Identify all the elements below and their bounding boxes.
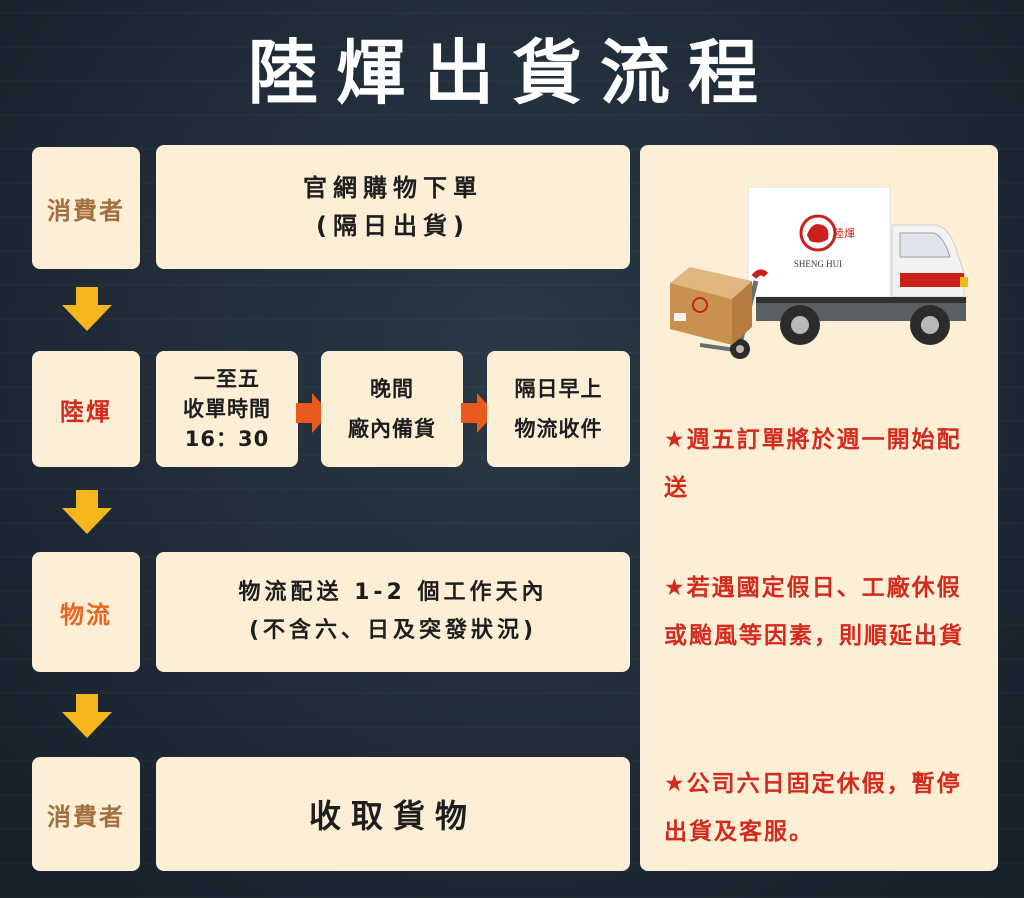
truck-brand-en: SHENG HUI bbox=[794, 259, 842, 269]
step-line: 隔日早上 bbox=[514, 377, 603, 401]
step-receive-goods: 收取貨物 bbox=[156, 757, 630, 871]
step-line: 廠內備貨 bbox=[348, 417, 436, 441]
page-title: 陸煇出貨流程 bbox=[248, 32, 776, 114]
step-order-cutoff: 一至五 收單時間 16：30 bbox=[156, 351, 298, 467]
step-line: 物流配送 1-2 個工作天內 bbox=[238, 580, 548, 605]
right-arrow-icon bbox=[461, 393, 495, 433]
note-friday-orders: ★週五訂單將於週一開始配送 bbox=[664, 427, 962, 501]
role-label: 物流 bbox=[60, 600, 112, 629]
truck-brand-cn: 陸煇 bbox=[833, 227, 855, 240]
down-arrow-icon bbox=[62, 287, 112, 331]
step-online-order: 官網購物下單 (隔日出貨) bbox=[156, 145, 630, 269]
role-label: 消費者 bbox=[47, 802, 125, 831]
step-line: 晚間 bbox=[370, 377, 414, 401]
role-label: 消費者 bbox=[47, 196, 125, 225]
step-line: 物流收件 bbox=[514, 417, 603, 441]
note-holiday-delay: ★若遇國定假日、工廠休假或颱風等因素，則順延出貨 bbox=[664, 575, 964, 649]
note-weekend-closed: ★公司六日固定休假，暫停出貨及客服。 bbox=[664, 771, 962, 845]
step-line: 收單時間 bbox=[183, 397, 271, 421]
role-label: 陸煇 bbox=[60, 397, 112, 426]
step-line: 官網購物下單 bbox=[303, 174, 483, 202]
delivery-truck-icon: 陸煇 SHENG HUI bbox=[670, 186, 968, 359]
right-arrow-icon bbox=[296, 393, 330, 433]
step-factory-prep: 晚間 廠內備貨 bbox=[321, 351, 463, 467]
step-line: 一至五 bbox=[194, 367, 260, 391]
down-arrow-icon bbox=[62, 490, 112, 534]
role-consumer-start: 消費者 bbox=[32, 147, 140, 269]
down-arrow-icon bbox=[62, 694, 112, 738]
step-line: 16：30 bbox=[184, 427, 270, 451]
role-logistics: 物流 bbox=[32, 552, 140, 672]
step-delivery: 物流配送 1-2 個工作天內 (不含六、日及突發狀況) bbox=[156, 552, 630, 672]
step-line: (不含六、日及突發狀況) bbox=[248, 618, 538, 643]
role-consumer-end: 消費者 bbox=[32, 757, 140, 871]
step-line: (隔日出貨) bbox=[316, 212, 470, 240]
role-shenghui: 陸煇 bbox=[32, 351, 140, 467]
step-line: 收取貨物 bbox=[308, 797, 477, 835]
step-logistics-pickup: 隔日早上 物流收件 bbox=[487, 351, 630, 467]
